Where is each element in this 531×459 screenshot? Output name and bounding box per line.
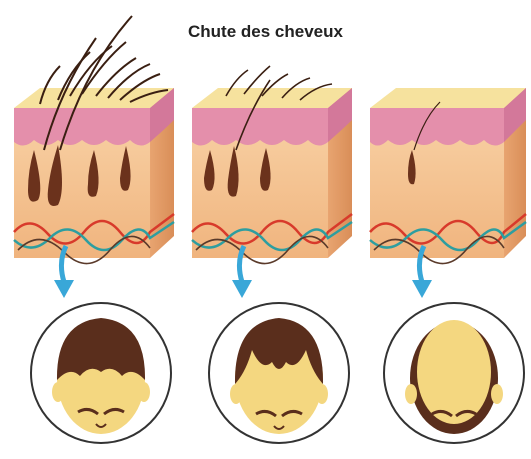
skin-block-1 bbox=[14, 16, 174, 264]
skin-block-3 bbox=[370, 88, 526, 264]
skin-block-2 bbox=[192, 66, 352, 264]
head-top-view-icon bbox=[31, 303, 171, 443]
head-top-view-icon bbox=[384, 303, 524, 443]
head-top-view-icon bbox=[209, 303, 349, 443]
